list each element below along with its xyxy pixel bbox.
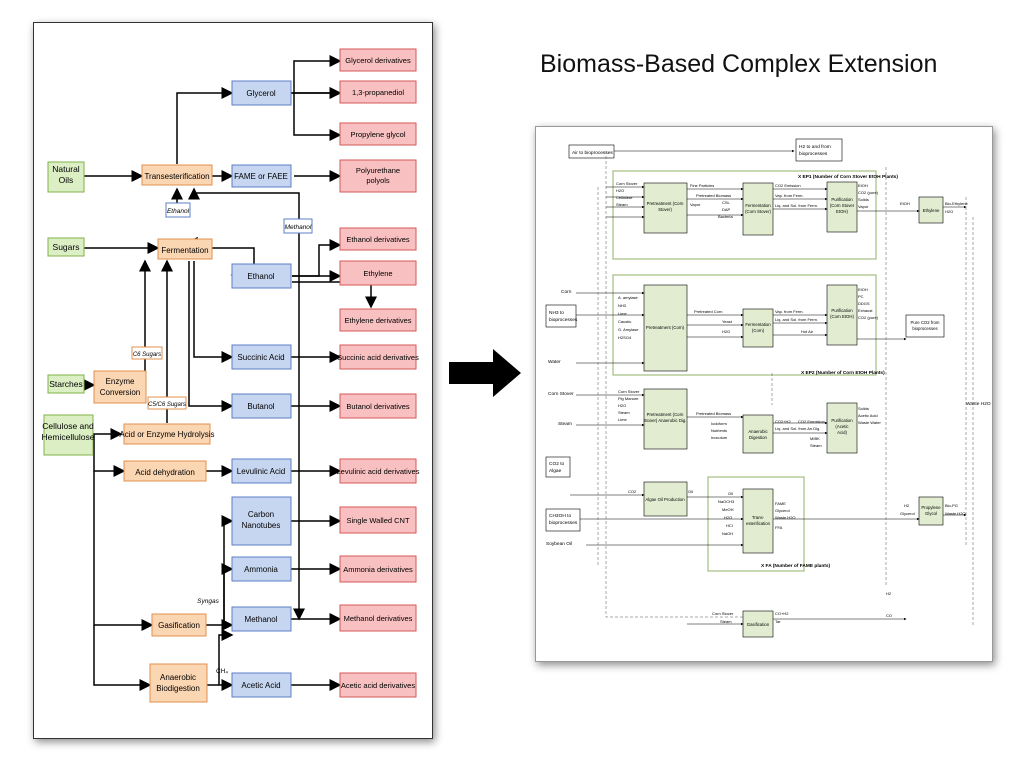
intermediate-butanol: Butanol bbox=[247, 402, 274, 411]
intermediate-ethanol: Ethanol bbox=[247, 272, 274, 281]
stream-co: CO bbox=[886, 613, 892, 618]
feedstock-starches: Starches bbox=[49, 379, 83, 389]
product-boxes: Glycerol derivatives 1,3-propanediol Pro… bbox=[337, 48, 420, 698]
unit-pretreatment-corn: Pretreatment (Corn) bbox=[646, 325, 685, 330]
label-c6-sugars: C6 Sugars bbox=[133, 352, 161, 358]
process-transesterification: Transesterification bbox=[144, 172, 209, 181]
process-hydrolysis: Acid or Enzyme Hydrolysis bbox=[119, 430, 214, 439]
intermediate-boxes: Glycerol FAME or FAEE Ethanol Succinic A… bbox=[231, 80, 292, 698]
stream-h2: H2 bbox=[886, 591, 892, 596]
unit-ethylene: Ethylene bbox=[923, 208, 940, 213]
process-acid-dehydration: Acid dehydration bbox=[135, 468, 195, 477]
unit-algae-oil: Algae Oil Production bbox=[645, 497, 685, 502]
unit-fermentation-stover: Fermentation(Corn Stover) bbox=[745, 203, 771, 214]
intermediate-succinic-acid: Succinic Acid bbox=[237, 353, 284, 362]
label-ep2: X EP2 (Number of Corn EtOH Plants) bbox=[801, 370, 885, 376]
arrow-right-icon bbox=[449, 349, 521, 397]
intermediate-ammonia: Ammonia bbox=[244, 565, 278, 574]
stream-co2: CO2 bbox=[628, 489, 637, 494]
label-steam: Steam bbox=[558, 421, 572, 427]
intermediate-fame: FAME or FAEE bbox=[234, 172, 288, 181]
product-glycerol-derivatives: Glycerol derivatives bbox=[345, 56, 411, 65]
unit-transesterification: Trans-esterification bbox=[746, 515, 771, 526]
product-butanol-derivatives: Butanol derivatives bbox=[346, 402, 410, 411]
feedstock-sugars: Sugars bbox=[53, 242, 80, 252]
label-ch4: CH₄ bbox=[216, 668, 228, 675]
product-ammonia-derivatives: Ammonia derivatives bbox=[343, 565, 413, 574]
label-fa: X FA (Number of FAME plants) bbox=[761, 563, 831, 569]
process-gasification: Gasification bbox=[158, 621, 200, 630]
label-soybean: Soybean Oil bbox=[546, 541, 572, 547]
intermediate-levulinic-acid: Levulinic Acid bbox=[237, 467, 285, 476]
process-fermentation: Fermentation bbox=[161, 246, 208, 255]
product-ethylene-derivatives: Ethylene derivatives bbox=[344, 316, 411, 325]
label-waste-h2o: Waste H2O bbox=[966, 401, 991, 407]
label-corn: Corn bbox=[561, 289, 572, 295]
label-corn-stover: Corn Stover bbox=[548, 391, 574, 397]
product-propylene-glycol: Propylene glycol bbox=[350, 130, 405, 139]
stream-ep2-out: Vap. from Ferm.Liq. and Sol. from Ferm.H… bbox=[775, 309, 818, 334]
label-methanol: Methanol bbox=[285, 224, 312, 231]
unit-fermentation-corn: Fermentation(Corn) bbox=[745, 322, 771, 333]
intermediate-methanol: Methanol bbox=[245, 615, 278, 624]
product-succinic-derivatives: Succinic acid derivatives bbox=[337, 353, 419, 362]
intermediate-acetic-acid: Acetic Acid bbox=[241, 681, 280, 690]
stream-oil: Oil bbox=[688, 489, 693, 494]
label-ep1: X EP1 (Number of Corn Stover EtOH Plants… bbox=[798, 174, 898, 180]
label-air-bioprocesses: Air to bioprocesses bbox=[572, 150, 613, 156]
label-c5c6-sugars: C5/C6 Sugars bbox=[148, 402, 186, 408]
product-levulinic-derivatives: Levulinic acid derivatives bbox=[337, 467, 420, 476]
unit-purification-corn: Purification(Corn EtOH) bbox=[830, 308, 854, 319]
label-ethanol: Ethanol bbox=[167, 208, 190, 215]
product-propanediol: 1,3-propanediol bbox=[352, 88, 404, 97]
unit-gasification: Gasification bbox=[747, 622, 770, 627]
page-title: Biomass-Based Complex Extension bbox=[540, 50, 938, 78]
label-water: Water bbox=[548, 359, 561, 365]
product-methanol-derivatives: Methanol derivatives bbox=[344, 614, 413, 623]
product-acetic-derivatives: Acetic acid derivatives bbox=[341, 681, 415, 690]
product-ethanol-derivatives: Ethanol derivatives bbox=[346, 235, 410, 244]
product-single-walled-cnt: Single Walled CNT bbox=[346, 516, 409, 525]
intermediate-glycerol: Glycerol bbox=[246, 89, 276, 98]
product-ethylene: Ethylene bbox=[363, 269, 392, 278]
label-syngas: Syngas bbox=[197, 598, 219, 605]
